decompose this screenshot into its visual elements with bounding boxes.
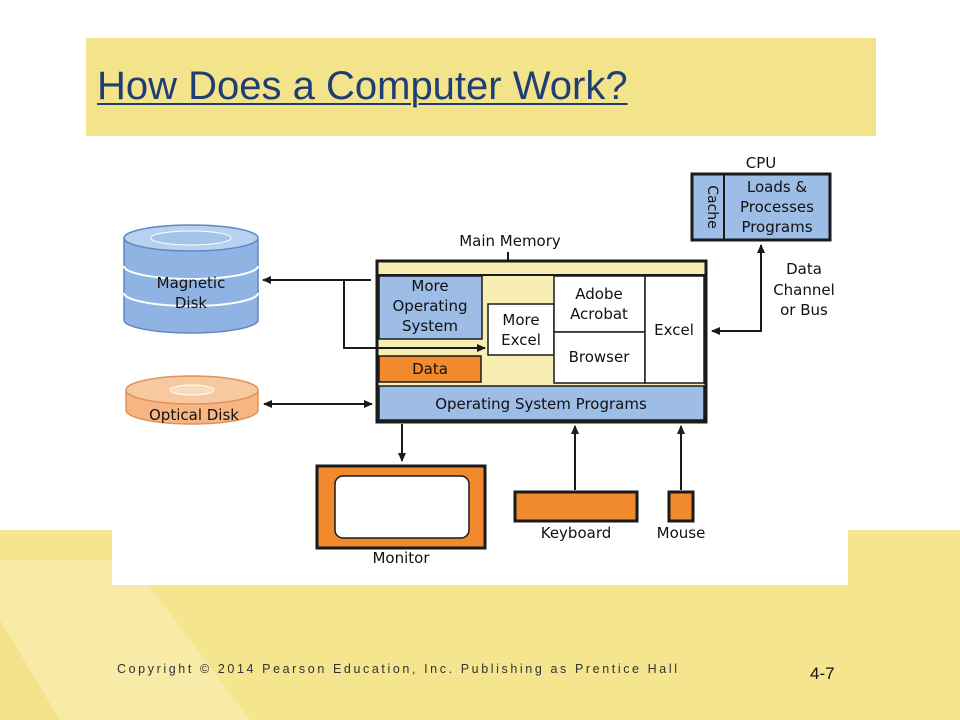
os-programs-label: Operating System Programs: [435, 395, 647, 413]
cpu-body-line-3: Programs: [741, 218, 812, 236]
browser-label: Browser: [569, 348, 631, 366]
slide-title: How Does a Computer Work?: [97, 64, 628, 108]
title-band: [86, 38, 876, 136]
page-number: 4-7: [810, 664, 835, 683]
magnetic-disk-icon: [123, 224, 259, 334]
optical-disk-label: Optical Disk: [149, 406, 239, 424]
adobe-acrobat-line-1: Adobe: [575, 285, 622, 303]
more-os-line-1: More: [411, 277, 448, 295]
more-os-line-2: Operating: [393, 297, 468, 315]
mouse-label: Mouse: [657, 524, 706, 542]
excel-label: Excel: [654, 321, 694, 339]
more-os-line-3: System: [402, 317, 458, 335]
data-channel-line-1: Data: [786, 260, 822, 278]
data-channel-line-3: or Bus: [780, 301, 828, 319]
cpu-body-line-1: Loads &: [747, 178, 808, 196]
connector-arrows: [262, 244, 765, 490]
more-excel-box: [487, 303, 555, 356]
magnetic-disk-line-2: Disk: [175, 294, 208, 312]
more-excel-line-1: More: [502, 311, 539, 329]
keyboard-label: Keyboard: [541, 524, 612, 542]
os-programs-box: [378, 385, 705, 421]
more-os-box: [378, 275, 483, 340]
cpu-body-line-2: Processes: [740, 198, 814, 216]
monitor-label: Monitor: [372, 549, 430, 567]
keyboard-icon: [513, 490, 639, 523]
excel-box: [644, 275, 705, 384]
cpu-label: CPU: [746, 154, 777, 172]
data-channel-line-2: Channel: [773, 281, 835, 299]
mouse-icon: [667, 490, 695, 523]
adobe-acrobat-line-2: Acrobat: [570, 305, 628, 323]
more-excel-line-2: Excel: [501, 331, 541, 349]
copyright-text: Copyright © 2014 Pearson Education, Inc.…: [117, 662, 680, 676]
main-memory-label: Main Memory: [459, 232, 561, 250]
cpu-box: [690, 172, 832, 242]
cache-label: Cache: [704, 185, 720, 229]
magnetic-disk-line-1: Magnetic: [157, 274, 226, 292]
monitor-icon: [315, 464, 487, 550]
data-box: [378, 355, 482, 383]
data-label: Data: [412, 360, 448, 378]
optical-disk-icon: [125, 375, 259, 425]
